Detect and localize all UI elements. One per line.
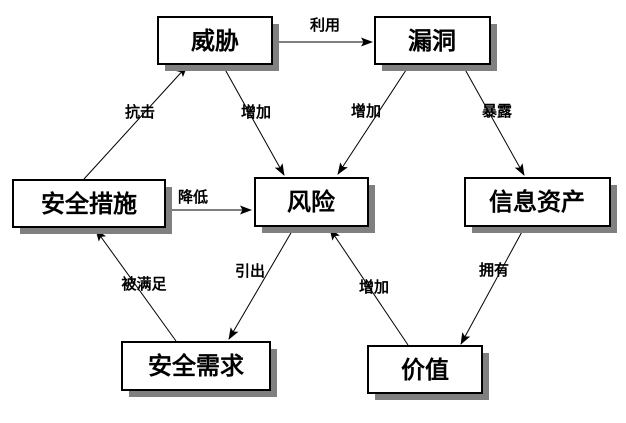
node-security-requirements: 安全需求: [121, 341, 277, 397]
node-threat-label: 威胁: [191, 27, 239, 55]
edge-label-reduce: 降低: [178, 188, 208, 206]
node-security-requirements-label: 安全需求: [148, 352, 244, 380]
node-risk-box: [254, 177, 369, 227]
edge-leads-to-line: [228, 225, 296, 340]
node-vulnerability: 漏洞: [374, 16, 497, 71]
node-value: 价值: [367, 345, 489, 400]
node-security-requirements-box: [121, 341, 271, 391]
edge-label-own: 拥有: [479, 261, 509, 279]
node-information-assets: 信息资产: [464, 177, 617, 233]
edge-labels: 利用 抗击 增加 增加 暴露 降低 被满足 引出 增加 拥有: [121, 16, 513, 296]
node-risk-label: 风险: [287, 188, 336, 216]
edge-label-increase-value: 增加: [359, 278, 389, 296]
node-security-measures-box: [12, 179, 166, 228]
edge-satisfied-by-line: [95, 229, 177, 342]
node-vulnerability-label: 漏洞: [408, 27, 456, 55]
edge-label-increase-threat: 增加: [241, 103, 271, 121]
node-value-box: [367, 345, 483, 394]
node-threat: 威胁: [157, 16, 279, 71]
node-information-assets-box: [464, 177, 611, 227]
edges: [83, 37, 525, 346]
edge-label-resist: 抗击: [125, 103, 155, 121]
edge-own-line: [460, 227, 525, 345]
edge-label-exploit: 利用: [310, 16, 340, 34]
edge-label-expose: 暴露: [482, 102, 513, 120]
edge-label-satisfied-by: 被满足: [121, 275, 167, 293]
edge-resist-line: [83, 65, 188, 180]
edge-label-leads-to: 引出: [235, 262, 265, 280]
node-information-assets-label: 信息资产: [489, 188, 585, 216]
edge-increase-threat-line: [221, 63, 285, 176]
node-security-measures-label: 安全措施: [41, 190, 137, 218]
node-security-measures: 安全措施: [12, 179, 172, 234]
node-value-label: 价值: [401, 356, 449, 384]
edge-increase-vuln-line: [337, 63, 411, 175]
node-vulnerability-box: [374, 16, 491, 65]
edge-expose-line: [461, 63, 525, 176]
node-risk: 风险: [254, 177, 375, 233]
edge-increase-value-line: [329, 228, 409, 346]
node-threat-box: [157, 16, 273, 65]
edge-label-increase-vuln: 增加: [351, 102, 381, 120]
